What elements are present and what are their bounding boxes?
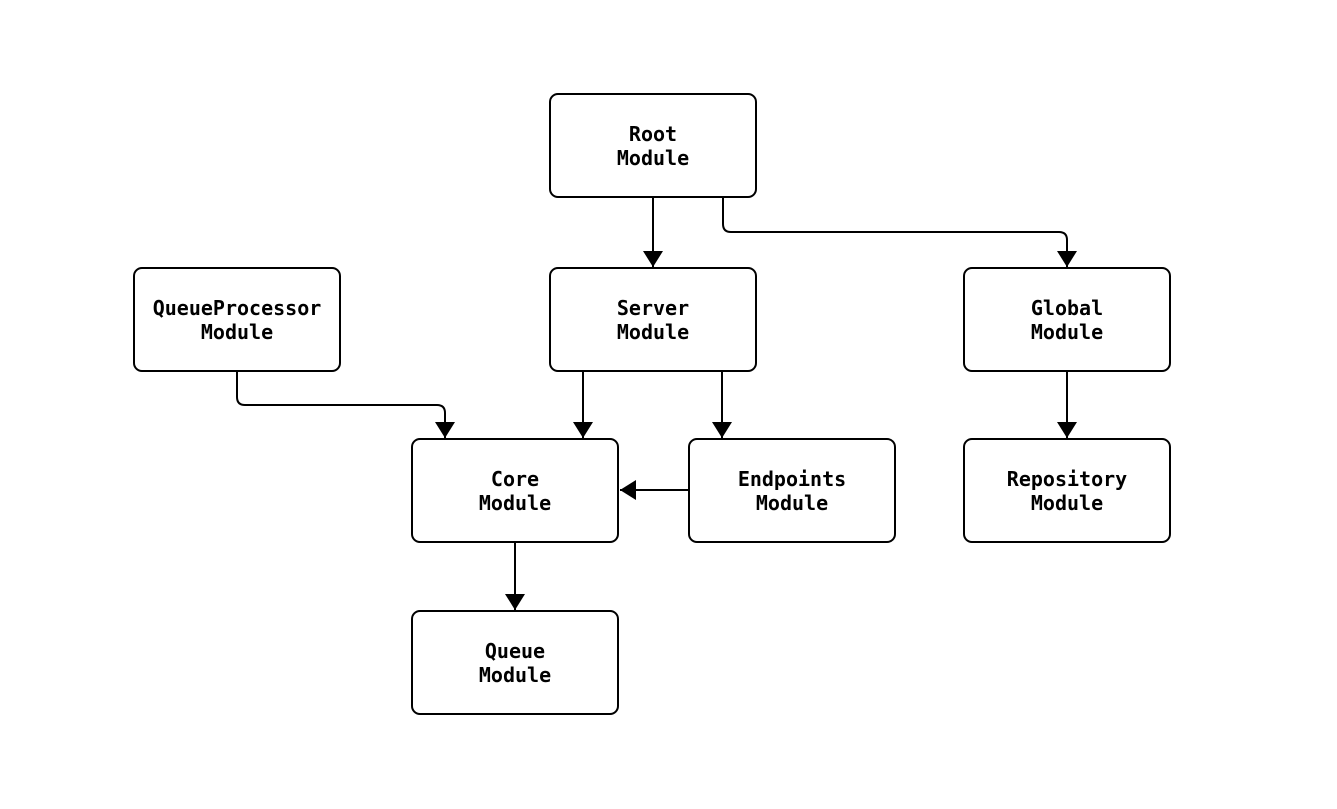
- node-server-module-label: Server Module: [616, 295, 690, 344]
- node-server-module: Server Module: [549, 267, 757, 372]
- node-repository-module-label: Repository Module: [1006, 466, 1128, 515]
- node-endpoints-module: Endpoints Module: [688, 438, 896, 543]
- node-core-module-label: Core Module: [478, 466, 552, 515]
- node-root-module: Root Module: [549, 93, 757, 198]
- node-repository-module: Repository Module: [963, 438, 1171, 543]
- node-queue-module: Queue Module: [411, 610, 619, 715]
- node-root-module-label: Root Module: [616, 121, 690, 170]
- edge-root-to-global: [722, 198, 1077, 267]
- node-global-module: Global Module: [963, 267, 1171, 372]
- node-endpoints-module-label: Endpoints Module: [737, 466, 847, 515]
- node-queueprocessor-module: QueueProcessor Module: [133, 267, 341, 372]
- edge-queueprocessor-to-core: [236, 372, 455, 438]
- node-queueprocessor-module-label: QueueProcessor Module: [152, 295, 322, 344]
- node-queue-module-label: Queue Module: [478, 638, 552, 687]
- node-global-module-label: Global Module: [1030, 295, 1104, 344]
- node-core-module: Core Module: [411, 438, 619, 543]
